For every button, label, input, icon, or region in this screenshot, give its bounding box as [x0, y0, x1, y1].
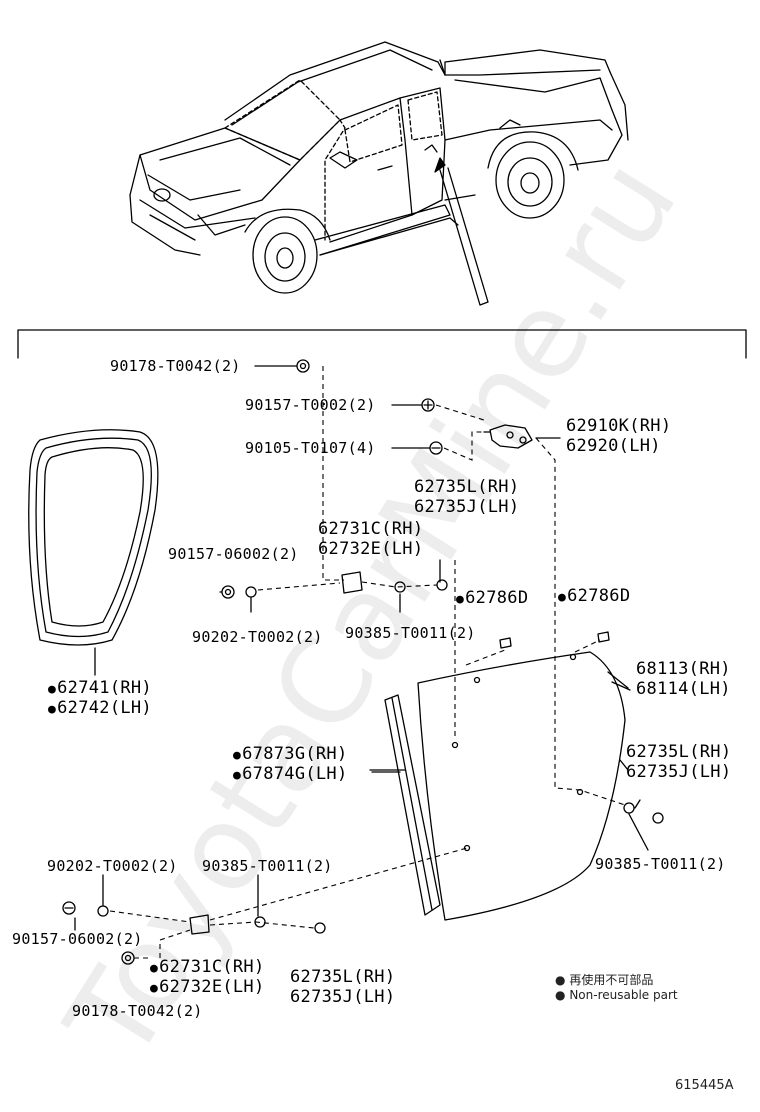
- label-62735j-c: 62735J(LH): [290, 987, 396, 1007]
- label-62735l-b: 62735L(RH): [626, 742, 732, 762]
- label-90385-t0011-bot: 90385-T0011(2): [202, 857, 333, 875]
- non-reusable-dot-icon: ●: [558, 590, 567, 605]
- legend-non-reusable-en: ● Non-reusable part: [555, 988, 678, 1002]
- figure-code: 615445A: [675, 1078, 734, 1093]
- label-62732e-b: ●62732E(LH): [150, 977, 265, 997]
- label-62735j-a: 62735J(LH): [414, 497, 520, 517]
- label-62731c-a: 62731C(RH): [318, 519, 424, 539]
- label-90385-t0011-right: 90385-T0011(2): [595, 855, 726, 873]
- label-90178-t0042-top: 90178-T0042(2): [110, 357, 241, 375]
- non-reusable-dot-icon: ●: [233, 768, 242, 783]
- non-reusable-dot-icon: ●: [456, 592, 465, 607]
- label-90157-t0002: 90157-T0002(2): [245, 396, 376, 414]
- label-68113: 68113(RH): [636, 659, 731, 679]
- label-62910k: 62910K(RH): [566, 416, 672, 436]
- label-62735l-c: 62735L(RH): [290, 967, 396, 987]
- label-62920: 62920(LH): [566, 436, 661, 456]
- label-62735l-a: 62735L(RH): [414, 477, 520, 497]
- group-bracket: [17, 329, 747, 359]
- weatherstrip-62741: [28, 429, 159, 676]
- label-62786d-left: ●62786D: [456, 588, 529, 608]
- label-90202-t0002-top: 90202-T0002(2): [192, 628, 323, 646]
- non-reusable-dot-icon: ●: [48, 682, 57, 697]
- label-68114: 68114(LH): [636, 679, 731, 699]
- run-channel-67873g: [369, 694, 441, 916]
- label-67874g: ●67874G(LH): [233, 764, 348, 784]
- label-90105-t0107: 90105-T0107(4): [245, 439, 376, 457]
- non-reusable-dot-icon: ●: [233, 748, 242, 763]
- label-90385-t0011-mid: 90385-T0011(2): [345, 624, 476, 642]
- label-90157-06002-bot: 90157-06002(2): [12, 930, 143, 948]
- label-62735j-b: 62735J(LH): [626, 762, 732, 782]
- label-62742: ●62742(LH): [48, 698, 152, 718]
- quarter-glass-68113: [417, 651, 629, 921]
- label-90202-t0002-bot: 90202-T0002(2): [47, 857, 178, 875]
- non-reusable-dot-icon: ●: [150, 961, 159, 976]
- label-62732e-a: 62732E(LH): [318, 539, 424, 559]
- label-62731c-b: ●62731C(RH): [150, 957, 265, 977]
- label-90178-t0042-bot: 90178-T0042(2): [72, 1002, 203, 1020]
- truck-illustration: [129, 41, 629, 306]
- non-reusable-dot-icon: ●: [150, 981, 159, 996]
- non-reusable-dot-icon: ●: [48, 702, 57, 717]
- label-62786d-right: ●62786D: [558, 586, 631, 606]
- assembly-lines: [109, 366, 626, 959]
- leader-lines: [74, 365, 649, 931]
- label-67873g: ●67873G(RH): [233, 744, 348, 764]
- label-62741: ●62741(RH): [48, 678, 152, 698]
- label-90157-06002-top: 90157-06002(2): [168, 545, 299, 563]
- legend-non-reusable-jp: ● 再使用不可部品: [555, 973, 654, 987]
- hardware-parts: [62, 359, 664, 965]
- legend-dot-icon: ●: [555, 988, 566, 1002]
- legend-dot-icon: ●: [555, 973, 566, 987]
